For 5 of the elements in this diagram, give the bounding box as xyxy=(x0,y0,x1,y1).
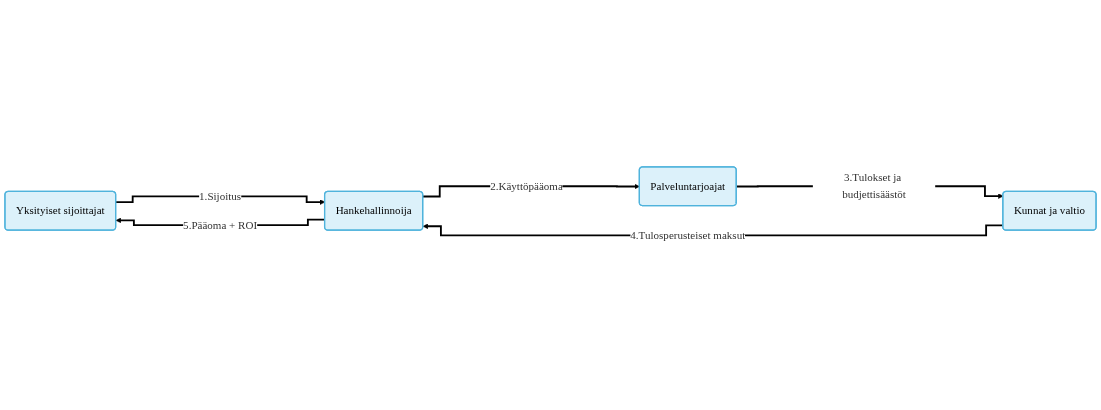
edge-label: 5.Pääoma + ROI xyxy=(183,218,258,231)
edge-label: 3.Tulokset ja budjettisäästöt xyxy=(842,171,906,201)
edge-label: 4.Tulosperusteiset maksut xyxy=(630,228,746,241)
edge-label: 1.Sijoitus xyxy=(199,189,242,202)
edge-label: 2.Käyttöpääoma xyxy=(490,179,563,192)
